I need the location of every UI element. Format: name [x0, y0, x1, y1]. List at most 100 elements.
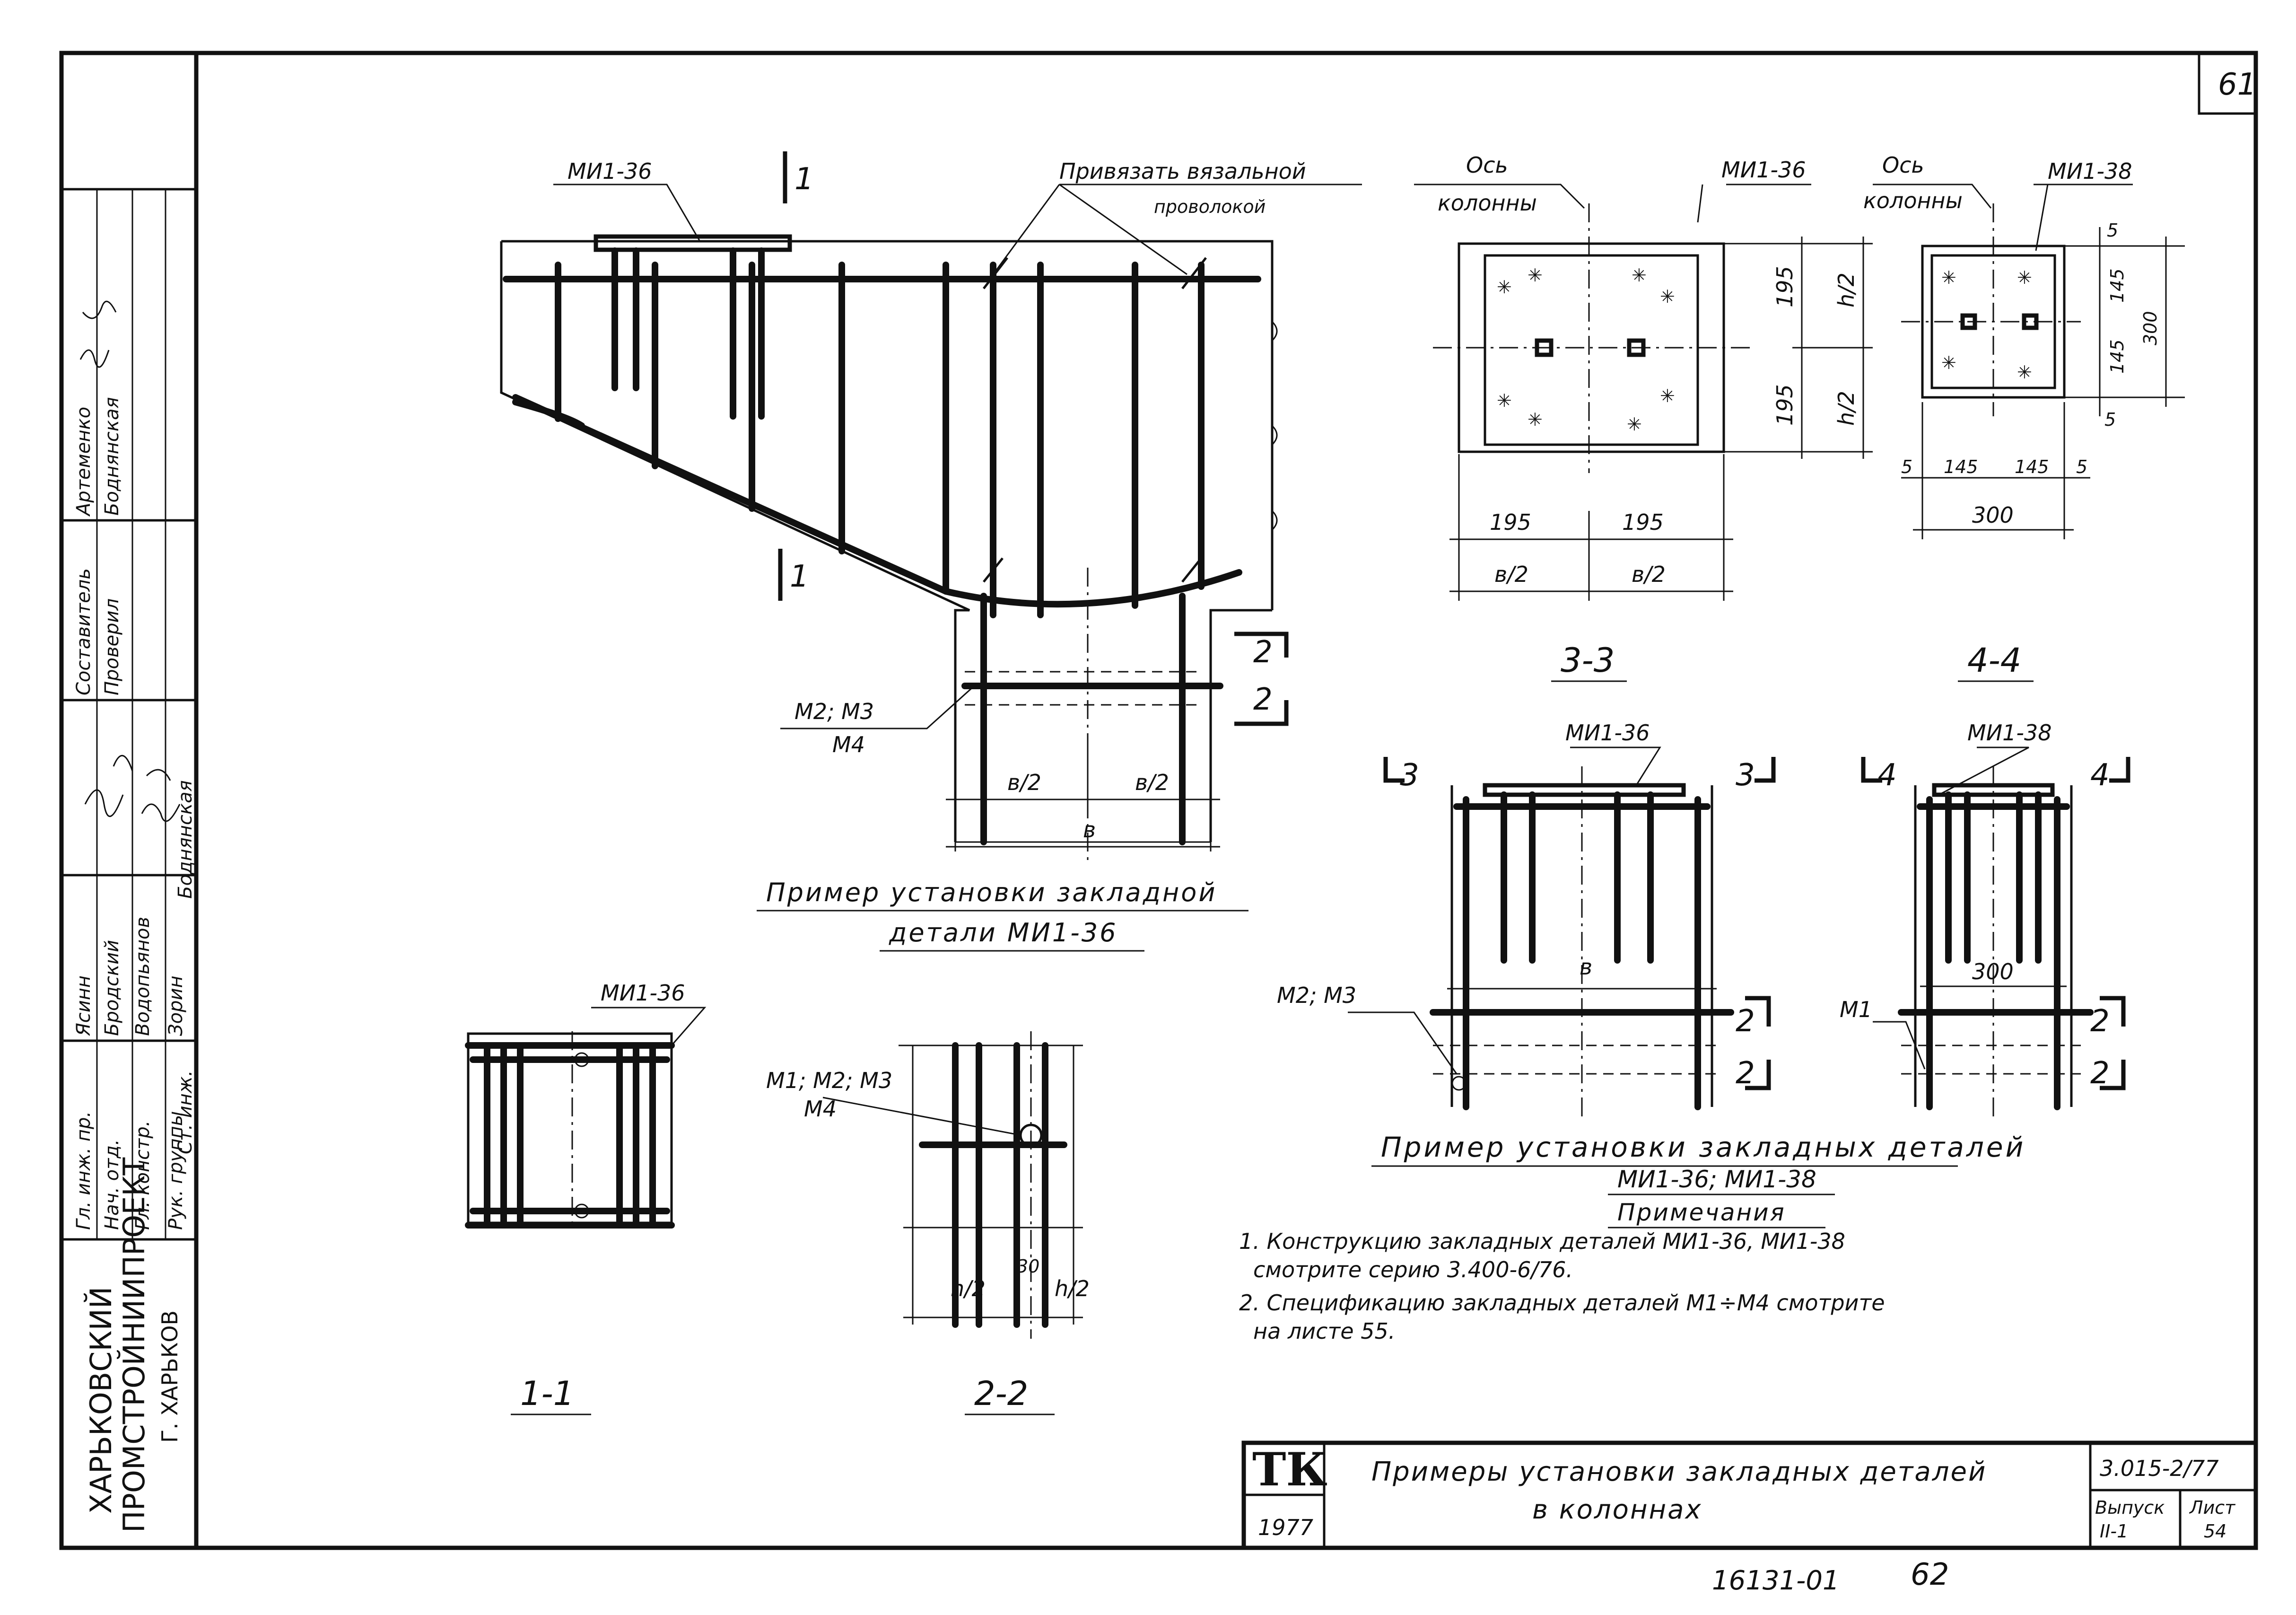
col38-cut-2-bottom: 2	[2090, 1056, 2110, 1091]
main-cut-2-bottom: 2	[1253, 682, 1273, 717]
org-line-2: ПРОМСТРОЙНИИПРОЕКТ	[117, 1157, 151, 1533]
main-elevation	[500, 151, 1362, 861]
stamp-role-2: Нач. отд.	[101, 1139, 123, 1230]
view-3-3-dim-hb2: в/2	[1632, 562, 1666, 587]
svg-text:✳: ✳	[1528, 409, 1543, 430]
col36-cut-2-bottom: 2	[1736, 1056, 1755, 1091]
svg-text:✳: ✳	[2017, 362, 2032, 383]
svg-text:✳: ✳	[1497, 277, 1512, 298]
view-4-4-dim-300-v: 300	[2140, 311, 2161, 345]
view-2-2-part-label-2: М4	[804, 1096, 837, 1122]
stamp-role2-1: Составитель	[73, 568, 95, 695]
view-3-3-dim-v2: 195	[1772, 384, 1798, 426]
stamp-role-4: Рук. группы	[165, 1111, 187, 1230]
stirrups	[555, 262, 1205, 618]
view-3-3-axis-line-2: колонны	[1438, 190, 1537, 216]
view-4-4-title: 4-4	[1967, 641, 2021, 680]
main-part-m2: М4	[832, 732, 865, 757]
view-3-3-dim-vh1: h/2	[1833, 272, 1859, 307]
main-part-m: М2; М3	[794, 699, 874, 724]
main-section-label-top: 1	[794, 162, 814, 197]
view-4-4-dim-145-top: 145	[2107, 268, 2128, 303]
signature-2	[84, 755, 133, 817]
sheet-frame	[59, 51, 2258, 1550]
stamp-name-1: Ясинн	[73, 975, 95, 1036]
main-note-line-2: проволокой	[1154, 196, 1266, 217]
stamp-name-3: Водопьянов	[132, 917, 154, 1036]
signature-1	[79, 300, 117, 368]
page-number: 61	[2218, 67, 2256, 102]
view-2-2-part-label-1: М1; М2; М3	[766, 1068, 892, 1093]
svg-text:✳: ✳	[1660, 286, 1675, 307]
view-3-3-dim-v1: 195	[1772, 266, 1798, 307]
view-3-3-dim-vh2: h/2	[1833, 391, 1859, 426]
svg-text:✳: ✳	[1941, 352, 1956, 373]
view-4-4-part-label: МИ1-38	[2048, 158, 2132, 184]
col38-part-label: МИ1-38	[1967, 720, 2052, 746]
column-elevation-38	[1861, 746, 2130, 1116]
view-4-4-dim-5-left: 5	[1901, 456, 1912, 477]
left-stamp	[61, 188, 196, 1241]
title-issue-label: Выпуск	[2095, 1497, 2165, 1518]
view-2-2	[822, 1031, 1083, 1339]
title-sheet-label: Лист	[2189, 1497, 2236, 1518]
view-3-3-dim-hb1: в/2	[1494, 562, 1528, 587]
note-2-line-2: на листе 55.	[1253, 1318, 1395, 1344]
view-3-3: ✳ ✳ ✳ ✳ ✳ ✳ ✳ ✳	[1414, 184, 1873, 601]
col38-cut-2-top: 2	[2090, 1004, 2110, 1039]
title-year: 1977	[1258, 1515, 1313, 1540]
view-2-2-title: 2-2	[974, 1374, 1028, 1413]
view-1-1-title: 1-1	[520, 1374, 574, 1413]
title-line-1: Примеры установки закладных деталей	[1371, 1457, 1987, 1487]
view-3-3-part-label: МИ1-36	[1721, 157, 1806, 183]
view-4-4-dim-5-top: 5	[2107, 220, 2118, 241]
stamp-role2-2: Проверил	[101, 598, 123, 695]
col36-cut-2-top: 2	[1736, 1004, 1755, 1039]
svg-text:✳: ✳	[1627, 414, 1642, 435]
view-2-2-dim-gap: 30	[1017, 1256, 1039, 1277]
main-part-label: МИ1-36	[567, 158, 652, 184]
svg-text:✳: ✳	[1497, 390, 1512, 411]
view-4-4-dim-145-left: 145	[1944, 456, 1978, 477]
svg-text:✳: ✳	[1632, 265, 1647, 286]
stamp-role-1: Гл. инж. пр.	[73, 1111, 95, 1230]
col36-dim-b: в	[1580, 954, 1592, 980]
view-2-2-dim-left: h/2	[951, 1276, 986, 1301]
note-1-line-1: 1. Конструкцию закладных деталей МИ1-36,…	[1239, 1229, 1845, 1254]
view-3-3-dim-h2: 195	[1622, 509, 1664, 535]
stamp-role-3: Гл. констр.	[132, 1121, 154, 1230]
main-caption-line-1: Пример установки закладной	[766, 878, 1217, 907]
main-cut-2-top: 2	[1253, 635, 1273, 670]
svg-text:✳: ✳	[1660, 386, 1675, 406]
view-4-4-dim-300-h: 300	[1972, 502, 2014, 528]
svg-text:✳: ✳	[1941, 267, 1956, 288]
view-4-4-axis-line-1: Ось	[1882, 152, 1924, 178]
org-line-3: Г. ХАРЬКОВ	[157, 1310, 183, 1443]
stamp-name2-2: Боднянская	[101, 397, 123, 516]
view-1-1	[465, 1007, 707, 1230]
footer-page: 62	[1911, 1557, 1949, 1592]
main-note-line-1: Привязать вязальной	[1059, 158, 1306, 184]
footer-code: 16131-01	[1712, 1565, 1840, 1596]
view-4-4-dim-145-bottom: 145	[2107, 339, 2128, 374]
main-caption-line-2: детали МИ1-36	[889, 918, 1117, 948]
view-4-4-dim-5-right: 5	[2076, 456, 2087, 477]
col36-cut-right: 3	[1736, 758, 1755, 793]
stamp-name-5: Боднянская	[175, 780, 196, 899]
notes-heading: Примечания	[1617, 1199, 1786, 1226]
note-2-line-1: 2. Спецификацию закладных деталей М1÷М4 …	[1239, 1290, 1885, 1316]
signature-3	[141, 769, 181, 822]
stamp-name-2: Бродский	[101, 940, 123, 1036]
caption-right-line-2: МИ1-36; МИ1-38	[1617, 1166, 1816, 1193]
embed-plate-top	[594, 234, 792, 252]
stamp-name-4: Зорин	[165, 975, 187, 1036]
title-issue-value: II-1	[2100, 1521, 2128, 1542]
col38-cut-right: 4	[2090, 758, 2110, 793]
title-series: 3.015-2/77	[2100, 1456, 2219, 1481]
stamp-name2-1: Артеменко	[73, 407, 95, 517]
view-3-3-axis-line-1: Ось	[1466, 152, 1508, 178]
title-block	[1241, 1440, 2258, 1550]
stamp-organization: ХАРЬКОВСКИЙ ПРОМСТРОЙНИИПРОЕКТ Г. ХАРЬКО…	[84, 1157, 183, 1533]
column-elevation-36	[1348, 746, 1776, 1116]
